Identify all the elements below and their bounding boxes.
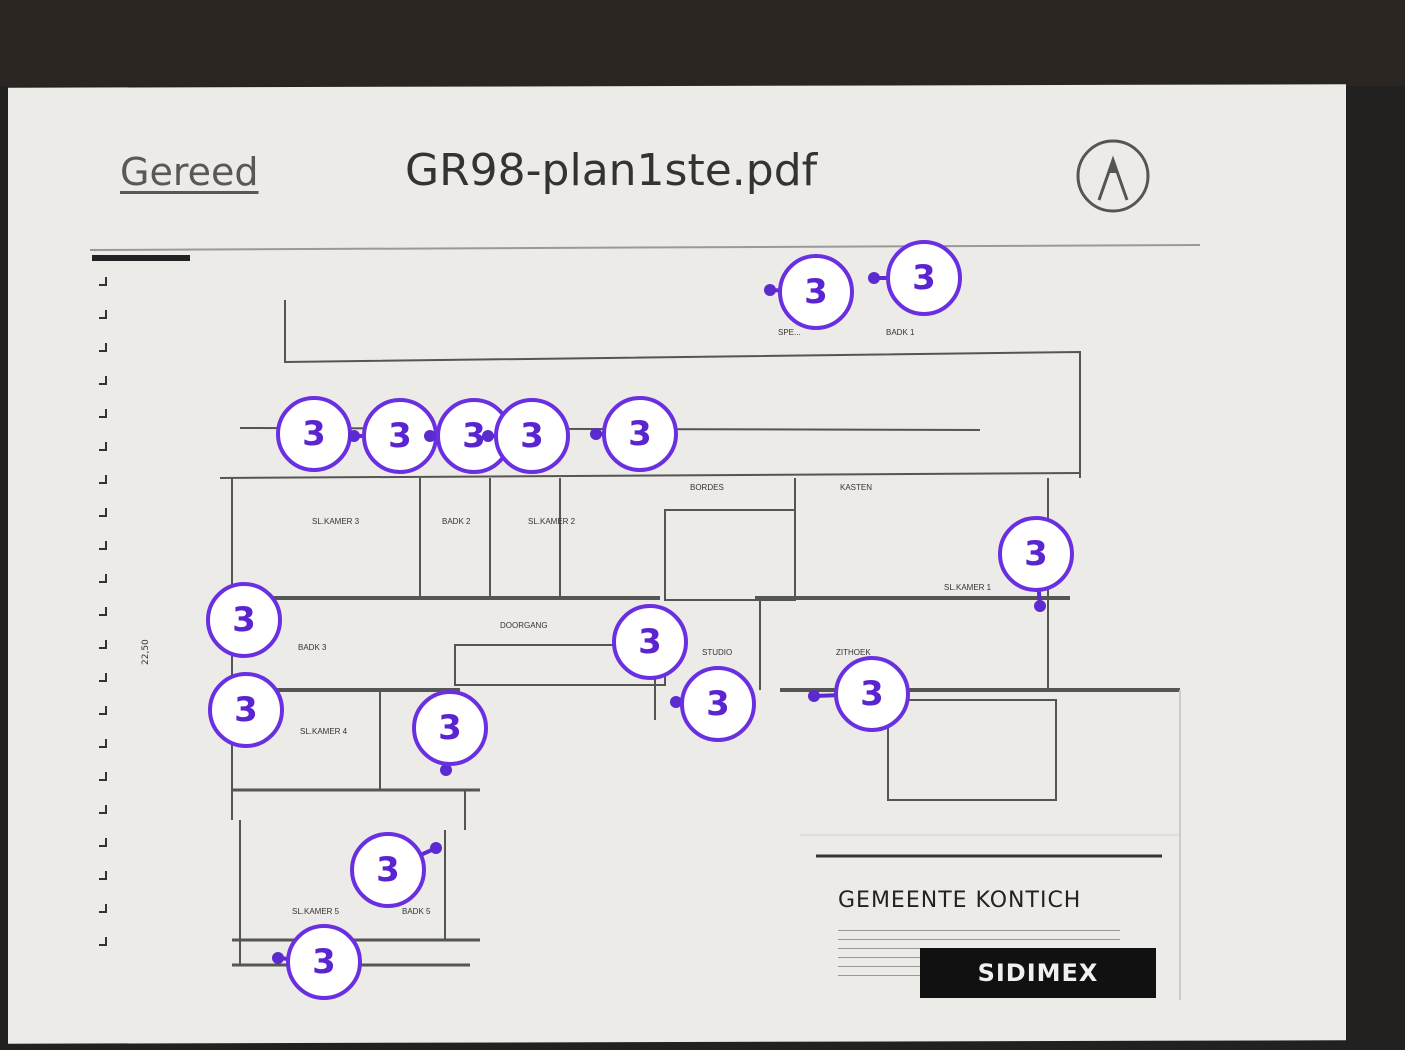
annotation-pin-anchor: [440, 764, 452, 776]
ruler-tick: [99, 277, 107, 286]
annotation-count-badge[interactable]: 3: [602, 396, 678, 472]
annotation-count-badge[interactable]: 3: [350, 832, 426, 908]
ruler-tick: [99, 541, 107, 550]
room-label: SL.KAMER 2: [528, 517, 576, 526]
annotation-pin-anchor: [482, 430, 494, 442]
room-label: SL.KAMER 1: [944, 583, 992, 592]
ruler-tick: [99, 442, 107, 451]
room-label: BADK 5: [402, 907, 431, 916]
ruler-tick: [99, 739, 107, 748]
annotation-count-badge[interactable]: 3: [206, 582, 282, 658]
ruler-tick: [99, 376, 107, 385]
ruler-tick: [99, 310, 107, 319]
dark-background-top: [0, 0, 1405, 86]
annotation-pin-anchor: [764, 284, 776, 296]
ruler-tick: [99, 673, 107, 682]
annotation-pin-anchor: [1034, 600, 1046, 612]
annotation-count-badge[interactable]: 3: [412, 690, 488, 766]
company-logo: SIDIMEX: [920, 948, 1156, 998]
annotation-count-badge[interactable]: 3: [886, 240, 962, 316]
annotation-count-badge[interactable]: 3: [208, 672, 284, 748]
annotation-count-badge[interactable]: 3: [276, 396, 352, 472]
annotation-pin-anchor: [430, 842, 442, 854]
annotation-pin-anchor: [348, 430, 360, 442]
ruler-tick: [99, 772, 107, 781]
annotation-count-badge[interactable]: 3: [680, 666, 756, 742]
annotation-count-badge[interactable]: 3: [998, 516, 1074, 592]
annotation-pin-anchor: [272, 952, 284, 964]
room-label: DOORGANG: [500, 621, 548, 630]
ruler-tick: [99, 409, 107, 418]
room-label: KASTEN: [840, 483, 872, 492]
annotation-count-badge[interactable]: 3: [612, 604, 688, 680]
room-label: SL.KAMER 5: [292, 907, 340, 916]
annotation-count-badge[interactable]: 3: [286, 924, 362, 1000]
room-label: SL.KAMER 4: [300, 727, 348, 736]
annotation-count-badge[interactable]: 3: [834, 656, 910, 732]
ruler-tick: [99, 805, 107, 814]
room-label: STUDIO: [702, 648, 732, 657]
room-label: SPE...: [778, 328, 801, 337]
ruler-tick: [99, 904, 107, 913]
overall-dimension: 22,50: [141, 639, 151, 665]
ruler-tick: [99, 343, 107, 352]
annotation-pin-anchor: [424, 430, 436, 442]
ruler-tick: [99, 508, 107, 517]
annotation-count-badge[interactable]: 3: [494, 398, 570, 474]
ruler-tick: [99, 640, 107, 649]
title-block-municipality: GEMEENTE KONTICH: [838, 888, 1082, 913]
annotation-count-badge[interactable]: 3: [778, 254, 854, 330]
room-label: BORDES: [690, 483, 724, 492]
room-label: BADK 3: [298, 643, 327, 652]
ruler-tick: [99, 475, 107, 484]
ruler-tick: [99, 838, 107, 847]
room-label: SL.KAMER 3: [312, 517, 360, 526]
ruler-tick: [99, 937, 107, 946]
annotation-pin-anchor: [590, 428, 602, 440]
markup-pen-icon[interactable]: [1075, 138, 1151, 214]
room-label: BADK 1: [886, 328, 915, 337]
room-label: BADK 2: [442, 517, 471, 526]
ruler-tick: [99, 871, 107, 880]
done-button[interactable]: Gereed: [120, 150, 259, 194]
annotation-pin-anchor: [868, 272, 880, 284]
ruler-tick: [99, 574, 107, 583]
room-label: ZITHOEK: [836, 648, 871, 657]
document-title: GR98-plan1ste.pdf: [405, 145, 818, 196]
annotation-pin-anchor: [808, 690, 820, 702]
ruler-tick: [99, 706, 107, 715]
ruler-tick: [99, 607, 107, 616]
annotation-pin-anchor: [670, 696, 682, 708]
